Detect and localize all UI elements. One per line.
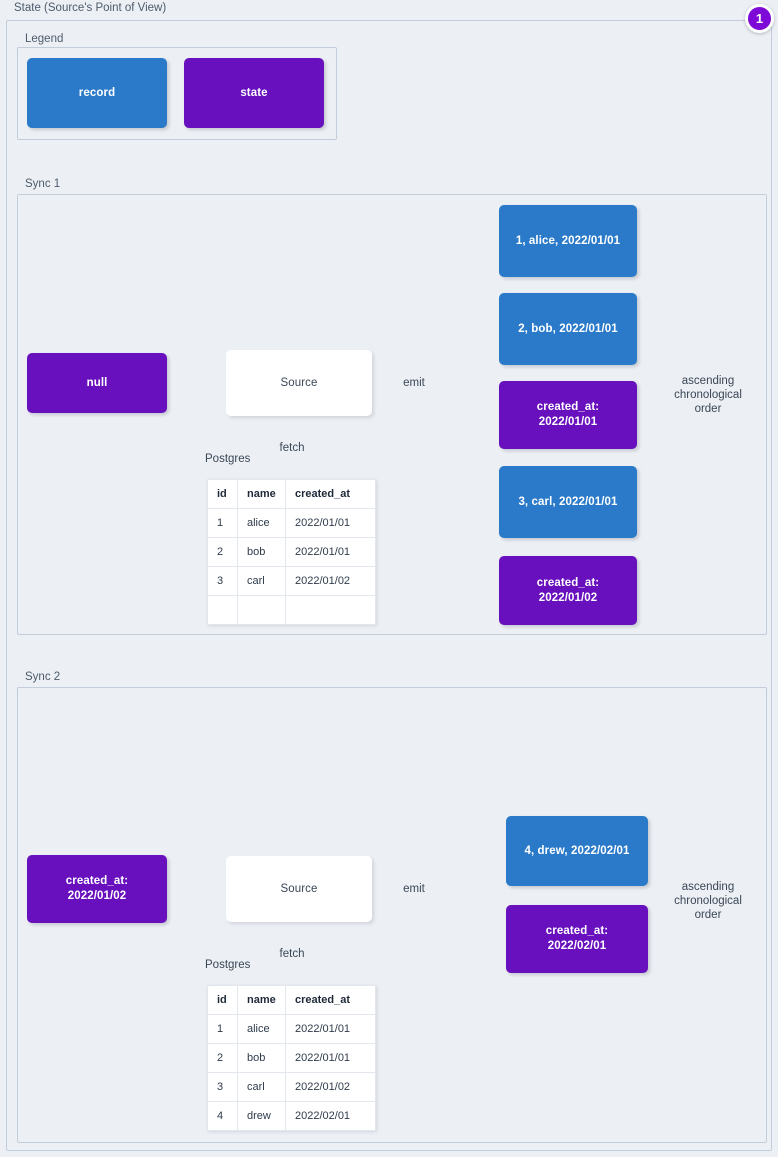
col-id: id: [207, 985, 238, 1015]
sync2-stream-item-0: 4, drew, 2022/02/01: [506, 816, 648, 886]
legend-swatch-record: record: [27, 58, 167, 128]
table-row-empty: [207, 595, 376, 625]
sync2-emit-label: emit: [403, 883, 425, 895]
table-row: 1 alice 2022/01/01: [207, 1014, 376, 1044]
sync1-stream-item-4-label: created_at: 2022/01/02: [536, 576, 600, 604]
sync2-db-label: Postgres: [205, 959, 251, 971]
cell-id: [207, 595, 238, 625]
col-created-at: created_at: [285, 479, 376, 509]
sync2-stream-item-1-label: created_at: 2022/02/01: [545, 925, 609, 952]
cell-name: drew: [237, 1101, 286, 1131]
sync1-stream-item-3: 3, carl, 2022/01/01: [499, 466, 637, 538]
cell-created-at: 2022/01/02: [285, 566, 376, 596]
cell-name: bob: [237, 537, 286, 567]
sync1-postgres-table: id name created_at 1 alice 2022/01/01 2 …: [207, 479, 376, 625]
legend-swatch-record-label: record: [78, 86, 116, 99]
cell-created-at: 2022/01/01: [285, 1014, 376, 1044]
cell-created-at: [285, 595, 376, 625]
cell-id: 4: [207, 1101, 238, 1131]
sync2-input-state: created_at: 2022/01/02: [27, 855, 167, 923]
sync1-stream-item-1-label: 2, bob, 2022/01/01: [518, 322, 618, 335]
sync1-emit-label: emit: [403, 377, 425, 389]
cell-created-at: 2022/02/01: [285, 1101, 376, 1131]
cell-id: 3: [207, 1072, 238, 1102]
cell-created-at: 2022/01/01: [285, 1043, 376, 1073]
sync1-input-state: null: [27, 353, 167, 413]
sync1-stream-item-0: 1, alice, 2022/01/01: [499, 205, 637, 277]
table-row: 3 carl 2022/01/02: [207, 1072, 376, 1102]
col-name: name: [237, 985, 286, 1015]
cell-id: 1: [207, 508, 238, 538]
sync1-frame: [17, 194, 767, 635]
col-name: name: [237, 479, 286, 509]
sync1-db-label: Postgres: [205, 453, 251, 465]
cell-id: 2: [207, 537, 238, 567]
table-header-row: id name created_at: [207, 479, 376, 509]
sync1-label: Sync 1: [21, 178, 65, 191]
sync2-stream-item-1: created_at: 2022/02/01: [506, 905, 648, 973]
step-badge[interactable]: 1: [745, 4, 774, 33]
cell-name: carl: [237, 1072, 286, 1102]
sync1-stream-item-0-label: 1, alice, 2022/01/01: [515, 234, 621, 247]
table-row: 1 alice 2022/01/01: [207, 508, 376, 538]
cell-name: carl: [237, 566, 286, 596]
sync2-source-label: Source: [280, 882, 318, 895]
step-badge-number: 1: [755, 11, 764, 26]
legend-swatch-state-label: state: [240, 86, 268, 99]
page-title: State (Source's Point of View): [10, 2, 171, 15]
cell-id: 2: [207, 1043, 238, 1073]
sync2-stream-item-0-label: 4, drew, 2022/02/01: [524, 844, 630, 857]
legend-label: Legend: [21, 33, 68, 46]
sync2-source-node: Source: [226, 856, 372, 922]
sync2-postgres-table: id name created_at 1 alice 2022/01/01 2 …: [207, 985, 376, 1131]
sync1-source-label: Source: [280, 376, 318, 389]
sync2-fetch-label: fetch: [279, 948, 305, 960]
sync1-stream-item-2-label: created_at: 2022/01/01: [536, 401, 600, 428]
cell-name: alice: [237, 1014, 286, 1044]
table-row: 2 bob 2022/01/01: [207, 537, 376, 567]
table-row: 3 carl 2022/01/02: [207, 566, 376, 596]
sync2-input-state-label: created_at: 2022/01/02: [65, 875, 129, 902]
table-row: 2 bob 2022/01/01: [207, 1043, 376, 1073]
cell-created-at: 2022/01/01: [285, 508, 376, 538]
cell-created-at: 2022/01/01: [285, 537, 376, 567]
sync1-stream-item-3-label: 3, carl, 2022/01/01: [518, 495, 618, 508]
sync1-order-label: ascending chronological order: [674, 375, 742, 415]
sync1-fetch-label: fetch: [279, 442, 305, 454]
col-id: id: [207, 479, 238, 509]
cell-name: alice: [237, 508, 286, 538]
sync1-source-node: Source: [226, 350, 372, 416]
sync1-input-state-label: null: [86, 376, 108, 389]
legend-swatch-state: state: [184, 58, 324, 128]
sync1-stream-item-4: created_at: 2022/01/02: [499, 556, 637, 625]
sync1-stream-item-1: 2, bob, 2022/01/01: [499, 293, 637, 365]
sync2-label: Sync 2: [21, 671, 65, 684]
cell-id: 1: [207, 1014, 238, 1044]
cell-created-at: 2022/01/02: [285, 1072, 376, 1102]
table-row: 4 drew 2022/02/01: [207, 1101, 376, 1131]
cell-name: [237, 595, 286, 625]
cell-id: 3: [207, 566, 238, 596]
sync2-order-label: ascending chronological order: [674, 881, 742, 921]
col-created-at: created_at: [285, 985, 376, 1015]
cell-name: bob: [237, 1043, 286, 1073]
sync1-stream-item-2: created_at: 2022/01/01: [499, 381, 637, 449]
table-header-row: id name created_at: [207, 985, 376, 1015]
